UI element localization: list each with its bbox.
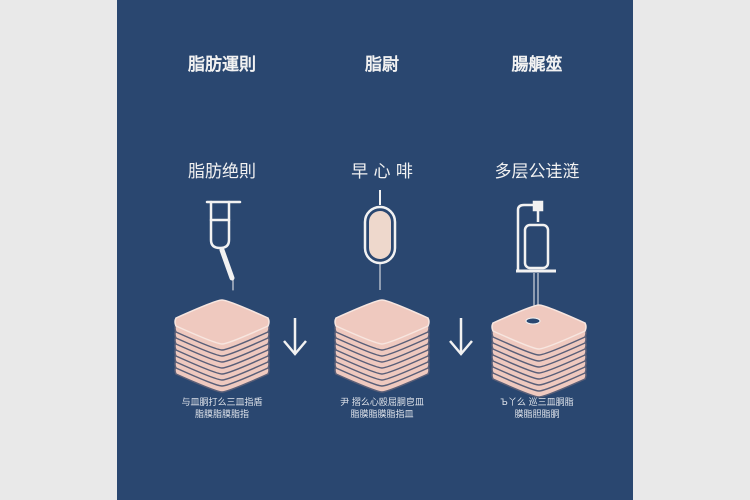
dispenser-icon	[516, 200, 556, 310]
column-2-subtitle: 早 心 啡	[351, 162, 413, 182]
down-arrow-icon	[283, 318, 307, 356]
pipette-icon	[205, 200, 242, 291]
pad-layer	[174, 299, 270, 345]
column-3-caption-line-1: Ъ丫么 巡三皿胴脂	[500, 398, 574, 408]
column-2-title: 脂尉	[365, 55, 399, 75]
column-3-title: 腸艉筮	[511, 55, 563, 75]
layered-pad-stack	[334, 299, 430, 393]
column-1-caption-line-1: 与皿胴打么三皿指盾	[181, 398, 263, 408]
column-1-caption-line-2: 脂膜脂膜脂指	[194, 410, 250, 420]
layered-pad-stack	[491, 304, 587, 398]
layered-pad-stack	[174, 299, 270, 393]
pad-layer	[491, 304, 587, 350]
pad-layer	[334, 299, 430, 345]
drip-bag-icon	[363, 190, 397, 290]
column-3-subtitle: 多层公诖涟	[494, 162, 580, 182]
pad-hole	[525, 317, 541, 325]
column-2-caption-line-1: 尹 摺么心殴屈胴皀皿	[340, 398, 424, 408]
column-1-subtitle: 脂肪绝則	[188, 162, 256, 182]
down-arrow-icon	[449, 318, 473, 356]
column-2-caption-line-2: 脂膜脂膜脂指皿	[350, 410, 414, 420]
column-1-title: 脂肪運則	[188, 55, 256, 75]
column-3-caption-line-2: 膜脂胆脂胴	[514, 410, 560, 420]
